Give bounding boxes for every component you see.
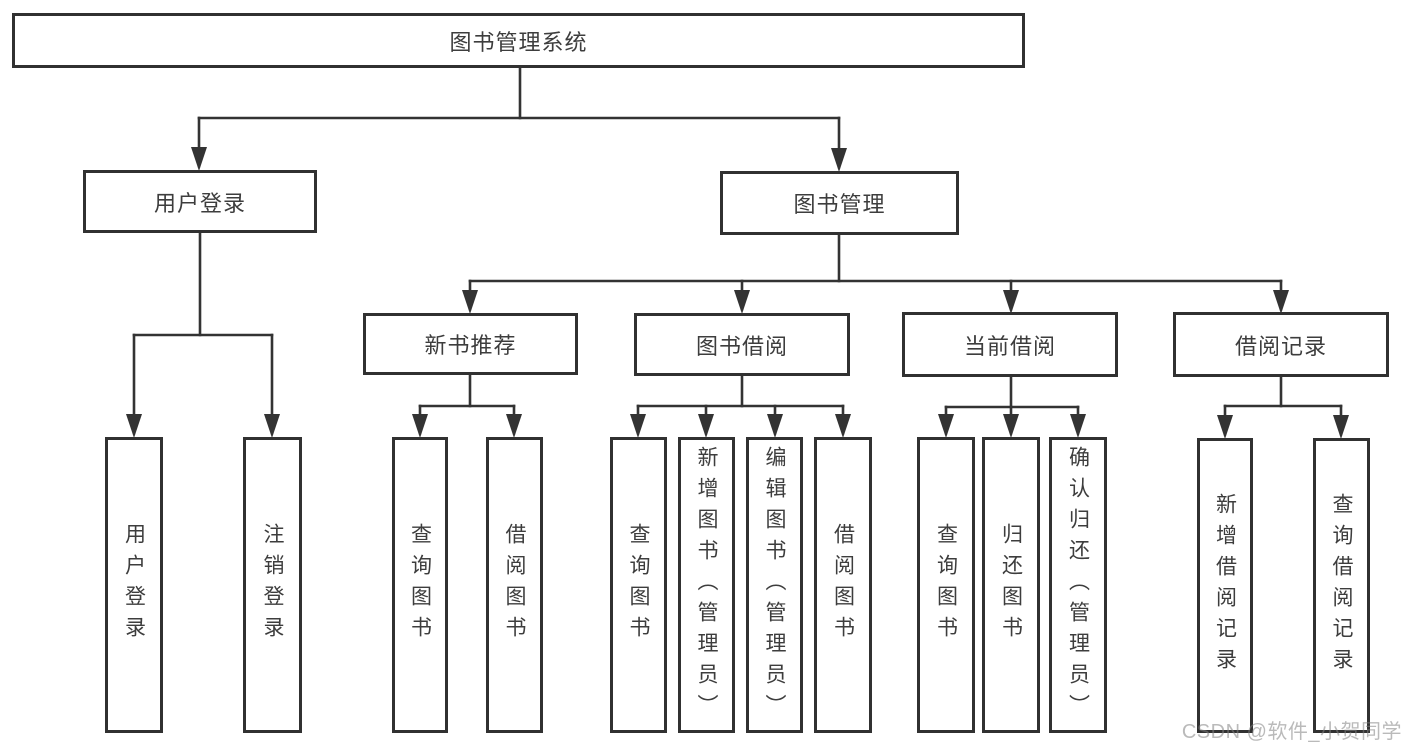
node-label: 图书借阅 [695, 333, 788, 359]
connector-borrow-records-children [1217, 373, 1349, 439]
node-label: 当前借阅 [963, 333, 1056, 359]
connector-root-to-level1 [191, 64, 847, 172]
leaf-query-books-recommend: 查询图书 [392, 437, 448, 733]
arrowhead [1070, 414, 1086, 438]
leaf-query-books-borrowing: 查询图书 [610, 437, 667, 733]
node-label: 图书管理系统 [449, 29, 588, 55]
connector-user-login-children [126, 229, 280, 438]
node-label: 查询图书 [408, 523, 432, 647]
leaf-edit-books-admin: 编辑图书（管理员） [746, 437, 803, 733]
node-label: 新增借阅记录 [1213, 492, 1237, 679]
node-label: 借阅图书 [831, 523, 855, 647]
leaf-add-books-admin: 新增图书（管理员） [678, 437, 735, 733]
arrowhead [264, 414, 280, 438]
node-label: 新书推荐 [424, 333, 517, 358]
leaf-borrow-books-recommend: 借阅图书 [486, 437, 543, 733]
node-library-system: 图书管理系统 [12, 13, 1025, 68]
node-label: 图书管理 [793, 192, 886, 217]
arrowhead [191, 147, 207, 171]
arrowhead [630, 414, 646, 438]
node-label: 确认归还（管理员） [1066, 445, 1090, 725]
arrowhead [698, 414, 714, 438]
node-new-book-recommend: 新书推荐 [363, 313, 578, 375]
arrowhead [1273, 290, 1289, 314]
connector-current-borrowing-children [938, 373, 1086, 438]
arrowhead [767, 414, 783, 438]
node-label: 查询图书 [627, 523, 650, 647]
leaf-user-login: 用户登录 [105, 437, 163, 733]
node-borrow-records: 借阅记录 [1173, 312, 1389, 377]
arrowhead [126, 414, 142, 438]
leaf-query-books-current: 查询图书 [917, 437, 975, 733]
node-label: 查询图书 [934, 523, 958, 647]
node-label: 归还图书 [999, 523, 1023, 647]
node-label: 借阅图书 [503, 523, 526, 647]
node-label: 编辑图书（管理员） [763, 445, 786, 725]
arrowhead [1003, 414, 1019, 438]
node-label: 用户登录 [122, 523, 146, 647]
connector-book-borrowing-children [630, 372, 851, 438]
node-label: 注销登录 [261, 523, 284, 647]
arrowhead [1333, 415, 1349, 439]
arrowhead [462, 290, 478, 314]
node-label: 借阅记录 [1234, 333, 1327, 359]
node-user-login: 用户登录 [83, 170, 317, 233]
node-book-borrowing: 图书借阅 [634, 313, 850, 376]
arrowhead [1217, 415, 1233, 439]
connector-book-management-children [462, 231, 1289, 314]
csdn-watermark: CSDN @软件_小贺同学 [1181, 721, 1402, 743]
arrowhead [831, 148, 847, 172]
arrowhead [506, 414, 522, 438]
leaf-query-borrow-record: 查询借阅记录 [1313, 438, 1370, 733]
leaf-borrow-books-borrowing: 借阅图书 [814, 437, 872, 733]
node-label: 用户登录 [153, 190, 246, 216]
leaf-return-books: 归还图书 [982, 437, 1040, 733]
node-book-management: 图书管理 [720, 171, 959, 235]
arrowhead [734, 290, 750, 314]
arrowhead [835, 414, 851, 438]
node-label: 新增图书（管理员） [695, 445, 718, 725]
node-current-borrowing: 当前借阅 [902, 312, 1118, 377]
arrowhead [1003, 290, 1019, 314]
leaf-confirm-return-admin: 确认归还（管理员） [1049, 437, 1107, 733]
node-label: 查询借阅记录 [1330, 492, 1353, 679]
leaf-logout: 注销登录 [243, 437, 302, 733]
arrowhead [938, 414, 954, 438]
leaf-add-borrow-record: 新增借阅记录 [1197, 438, 1253, 733]
connector-new-book-recommend-children [412, 371, 522, 438]
arrowhead [412, 414, 428, 438]
